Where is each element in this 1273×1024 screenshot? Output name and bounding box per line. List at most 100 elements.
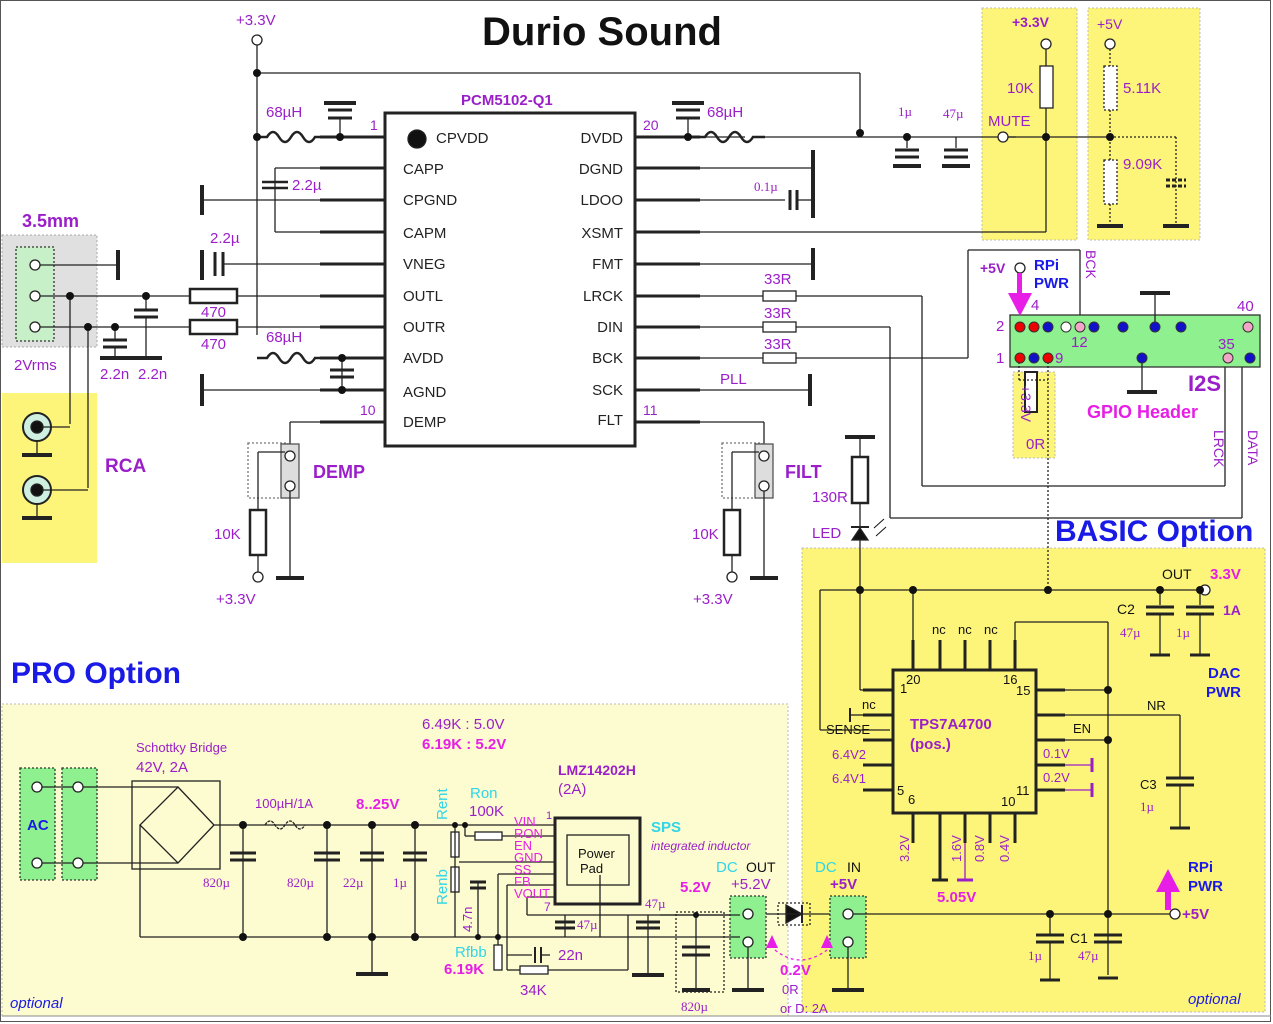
rpi-pwr-label: PWR	[1034, 275, 1069, 292]
output-voltage-label: 5.2V	[680, 879, 711, 896]
gpio-pin-2: 2	[996, 318, 1005, 335]
filt-jumper-label[interactable]: FILT	[785, 462, 822, 482]
rfbb-value: 6.19K	[444, 961, 485, 978]
power-pad-label: Pad	[580, 861, 604, 876]
inductor-label: 68µH	[266, 104, 303, 121]
capacitor-label: 0.1µ	[754, 179, 778, 194]
ldo-pin-number: 1	[900, 681, 908, 696]
optional-label: optional	[1188, 991, 1241, 1008]
out-label: OUT	[1162, 566, 1192, 582]
dac-pin-label: CAPP	[403, 161, 444, 178]
input-range-label: 8..25V	[356, 796, 400, 813]
resistor-label: 33R	[764, 305, 792, 322]
dac-pin-11: 11	[643, 402, 658, 418]
regulator-pin: EN	[514, 838, 533, 853]
resistor-label: 9.09K	[1123, 156, 1163, 173]
rpi-pwr-label: PWR	[1188, 878, 1223, 895]
ldo-pin-label: 1.6V	[949, 835, 964, 862]
capacitor-label: 47µ	[1078, 948, 1099, 963]
regulator-pin: VOUT	[514, 886, 551, 901]
resistor-label: 10K	[214, 526, 241, 543]
gpio-pin-4: 4	[1031, 297, 1040, 314]
bck-signal-label: BCK	[1083, 250, 1099, 279]
ldo-pin-number: 16	[1003, 672, 1018, 687]
sps-label: SPS	[651, 819, 682, 836]
regulator-pin: GND	[514, 850, 543, 865]
nc-label: nc	[932, 622, 946, 637]
voltage-label: +5V	[830, 876, 858, 893]
capacitor-label: 2.2µ	[292, 177, 322, 194]
sps-sub-label: integrated inductor	[651, 839, 751, 853]
capacitor-label: 22µ	[343, 875, 364, 890]
regulator-pin: VIN	[514, 814, 536, 829]
dac-pin-label: FMT	[592, 256, 623, 273]
dac-pin-label: CPGND	[403, 192, 458, 209]
resistor-label: 5.11K	[1123, 80, 1162, 97]
resistor-note: 6.49K : 5.0V	[422, 716, 505, 733]
rent-label: Rent	[434, 788, 451, 820]
dac-pin-label: LDOO	[580, 192, 623, 209]
voltage-label: +3.3V	[693, 591, 733, 608]
zero-ohm-label: 0R	[1026, 436, 1046, 453]
gpio-pin-35: 35	[1218, 336, 1235, 353]
dc-label: DC	[716, 859, 738, 876]
resistor-label: 33R	[764, 336, 792, 353]
dac-pin-label: FLT	[597, 412, 623, 429]
resistor-label: 470	[201, 304, 227, 321]
capacitor-label: 820µ	[287, 875, 314, 890]
dac-pwr-label: DAC	[1208, 665, 1241, 682]
out-label: OUT	[746, 859, 776, 875]
resistor-label: 33R	[764, 271, 792, 288]
current-label: 1A	[1223, 602, 1241, 618]
rca-region	[2, 393, 97, 563]
ldo-pin-label: 0.4V	[997, 835, 1012, 862]
capacitor-label: 1µ	[1140, 799, 1154, 814]
rca-label: RCA	[105, 456, 147, 477]
i2s-label: I2S	[1188, 371, 1222, 396]
dac-pin-label: OUTL	[403, 288, 444, 305]
inductor-label: 100µH/1A	[255, 796, 314, 811]
capacitor-label: 1µ	[898, 104, 912, 119]
optional-label: optional	[10, 995, 63, 1012]
capacitor-label: 820µ	[681, 999, 708, 1014]
gpio-pin-12: 12	[1071, 334, 1088, 351]
capacitor-label: 820µ	[203, 875, 230, 890]
resistor-label: 34K	[520, 982, 547, 999]
data-signal-label: DATA	[1245, 430, 1261, 466]
rfbb-label: Rfbb	[455, 944, 487, 961]
mute-label: MUTE	[988, 113, 1031, 130]
demp-jumper-label[interactable]: DEMP	[313, 462, 366, 482]
voltage-label: +3.3V	[1012, 14, 1049, 30]
ldo-pin-label: 0.2V	[1043, 770, 1070, 785]
capacitor-label: 2.2n	[100, 366, 130, 383]
nc-label: nc	[958, 622, 972, 637]
dac-pin-label: AVDD	[403, 350, 444, 367]
dac-pin-label: BCK	[592, 350, 623, 367]
capacitor-label: 22n	[558, 947, 584, 964]
dac-pin-20: 20	[643, 117, 659, 133]
ac-label: AC	[27, 817, 49, 834]
ron-value: 100K	[469, 803, 505, 820]
dac-pin-label: VNEG	[403, 256, 446, 273]
inductor-label: 68µH	[707, 104, 744, 121]
nr-label: NR	[1147, 698, 1166, 713]
dac-pwr-label: PWR	[1206, 684, 1241, 701]
bridge-rating: 42V, 2A	[136, 759, 188, 776]
link-voltage-label: +3.3V	[1018, 385, 1034, 422]
capacitor-label: 1µ	[1028, 948, 1042, 963]
ldo-pin-label: 0.1V	[1043, 746, 1070, 761]
capacitor-label: 47µ	[1120, 625, 1141, 640]
jack-label: 3.5mm	[22, 211, 80, 231]
c3-label: C3	[1140, 777, 1157, 792]
page-title: Durio Sound	[482, 10, 722, 54]
en-label: EN	[1073, 721, 1092, 736]
dac-pin-label: SCK	[592, 382, 623, 399]
capacitor-label: 1µ	[1176, 625, 1190, 640]
regulator-name: LMZ14202H	[558, 762, 636, 778]
mute-region-33	[981, 7, 1078, 241]
led-label: LED	[812, 525, 842, 542]
regulator-pin: FB	[514, 874, 531, 889]
voltage-label: +5.2V	[731, 876, 771, 893]
